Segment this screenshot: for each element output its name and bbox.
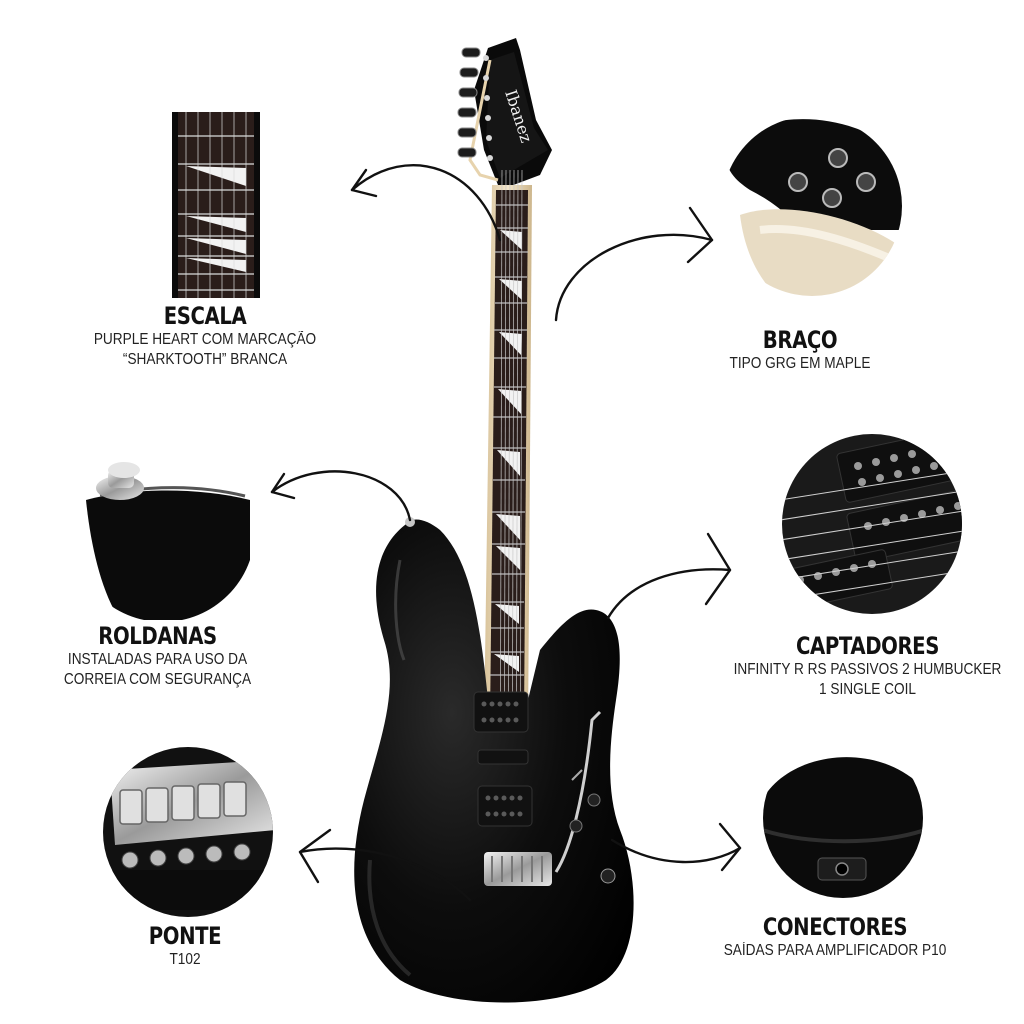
feature-desc-line: 1 SINGLE COIL	[818, 681, 917, 698]
feature-title: BRAÇO	[762, 326, 838, 354]
feature-escala: ESCALA PURPLE HEART COM MARCAÇÃO “SHARKT…	[40, 302, 370, 370]
feature-desc-line: T102	[169, 951, 201, 968]
feature-captadores: CAPTADORES INFINITY R RS PASSIVOS 2 HUMB…	[700, 632, 1024, 700]
feature-title: ESCALA	[163, 302, 247, 330]
feature-title: CONECTORES	[762, 913, 908, 941]
arrow-ponte-icon	[298, 828, 472, 902]
feature-ponte: PONTE T102	[90, 922, 280, 970]
strap-button-detail-image	[71, 438, 255, 622]
feature-title: ROLDANAS	[98, 622, 217, 650]
feature-title: PONTE	[148, 922, 222, 950]
arrow-roldanas-icon	[270, 470, 412, 522]
arrow-captadores-icon	[606, 532, 732, 620]
feature-roldanas: ROLDANAS INSTALADAS PARA USO DA CORREIA …	[0, 622, 315, 690]
bridge-detail-image	[103, 747, 273, 917]
jack-detail-image	[763, 738, 923, 898]
feature-desc-line: INSTALADAS PARA USO DA	[67, 651, 248, 668]
feature-title: CAPTADORES	[796, 632, 939, 660]
feature-desc-line: INFINITY R RS PASSIVOS 2 HUMBUCKER	[733, 661, 1002, 678]
feature-conectores: CONECTORES SAÍDAS PARA AMPLIFICADOR P10	[680, 913, 990, 961]
fretboard-detail-image	[172, 112, 260, 298]
feature-desc-line: SAÍDAS PARA AMPLIFICADOR P10	[723, 942, 947, 959]
feature-desc-line: PURPLE HEART COM MARCAÇÃO	[93, 331, 317, 348]
neck-detail-image	[722, 116, 902, 296]
feature-braco: BRAÇO TIPO GRG EM MAPLE	[660, 326, 940, 374]
arrow-conectores-icon	[610, 822, 742, 872]
pickups-detail-image	[782, 434, 962, 614]
arrow-escala-icon	[350, 164, 502, 242]
guitar-icon: Ibanez	[354, 38, 634, 1003]
feature-desc-line: CORREIA COM SEGURANÇA	[63, 671, 252, 688]
feature-desc-line: TIPO GRG EM MAPLE	[729, 355, 871, 372]
arrow-braco-icon	[554, 206, 714, 322]
feature-desc-line: “SHARKTOOTH” BRANCA	[122, 351, 288, 368]
